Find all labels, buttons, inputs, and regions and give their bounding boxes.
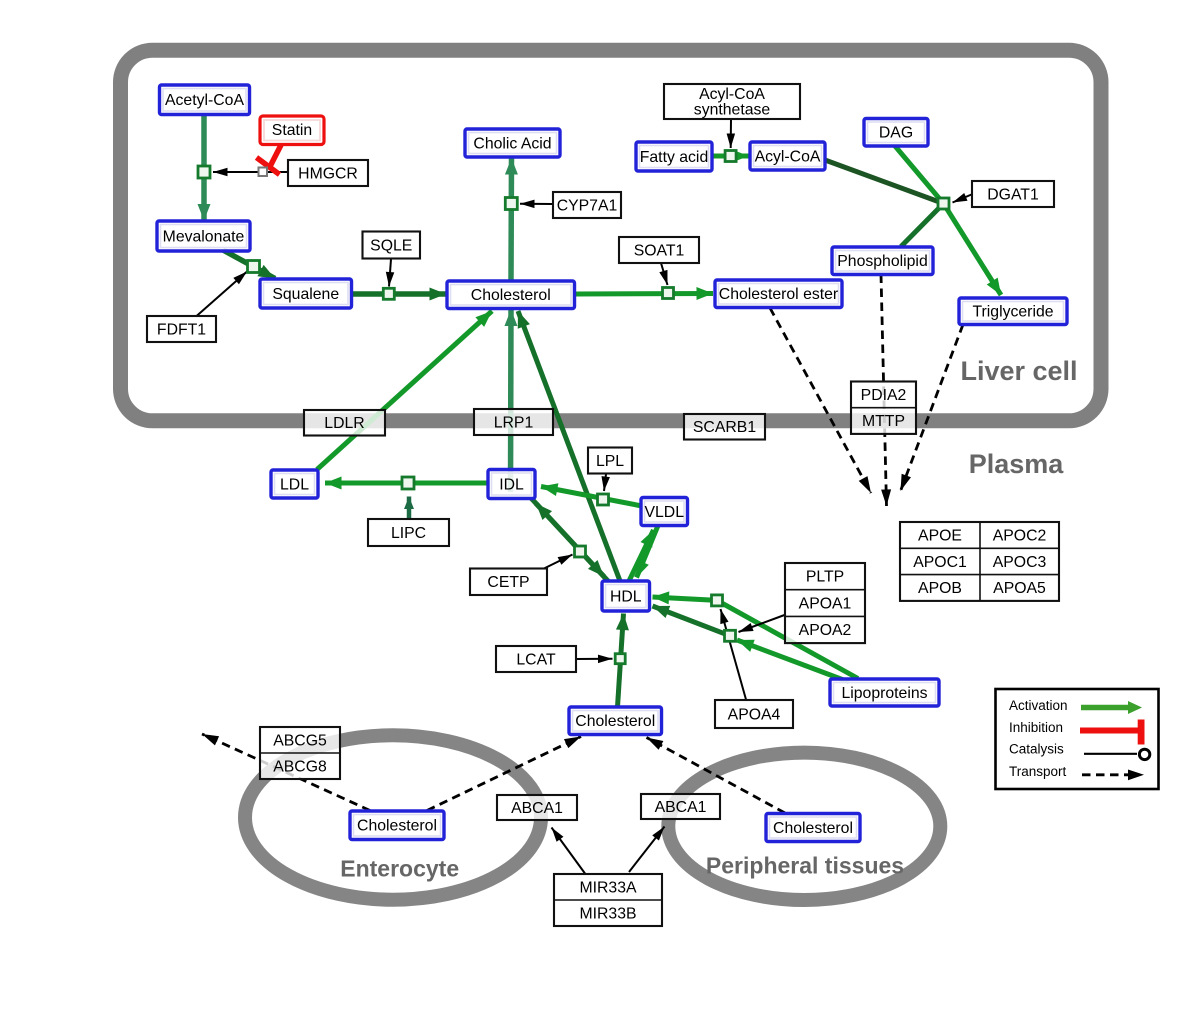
svg-text:ABCG5: ABCG5 — [273, 732, 327, 749]
svg-text:Cholesterol: Cholesterol — [575, 713, 655, 730]
svg-text:APOA4: APOA4 — [728, 706, 781, 723]
svg-text:Enterocyte: Enterocyte — [340, 856, 459, 882]
svg-text:Cholic Acid: Cholic Acid — [473, 135, 551, 152]
svg-text:MIR33A: MIR33A — [579, 879, 637, 896]
svg-text:SCARB1: SCARB1 — [693, 419, 756, 436]
svg-text:Acetyl-CoA: Acetyl-CoA — [165, 92, 244, 109]
svg-text:LDLR: LDLR — [324, 415, 364, 432]
svg-text:Cholesterol: Cholesterol — [773, 820, 853, 837]
svg-text:LDL: LDL — [280, 476, 309, 493]
svg-text:CYP7A1: CYP7A1 — [557, 197, 618, 214]
svg-text:APOB: APOB — [918, 580, 962, 597]
svg-text:LPL: LPL — [596, 453, 624, 470]
svg-text:Fatty acid: Fatty acid — [640, 149, 708, 166]
svg-text:ABCA1: ABCA1 — [511, 800, 563, 817]
svg-text:FDFT1: FDFT1 — [157, 321, 206, 338]
svg-text:LIPC: LIPC — [391, 525, 426, 542]
svg-text:Catalysis: Catalysis — [1009, 742, 1064, 757]
svg-text:synthetase: synthetase — [694, 102, 771, 119]
svg-text:Statin: Statin — [272, 122, 312, 139]
svg-text:IDL: IDL — [499, 476, 524, 493]
svg-text:Acyl-CoA: Acyl-CoA — [699, 86, 765, 103]
svg-text:DAG: DAG — [879, 125, 913, 142]
svg-text:Liver cell: Liver cell — [960, 356, 1077, 386]
svg-text:APOA5: APOA5 — [993, 580, 1046, 597]
svg-text:MTTP: MTTP — [862, 413, 905, 430]
svg-text:SOAT1: SOAT1 — [634, 242, 685, 259]
svg-text:APOA2: APOA2 — [799, 622, 852, 639]
svg-text:MIR33B: MIR33B — [579, 905, 636, 922]
svg-text:LRP1: LRP1 — [494, 414, 534, 431]
svg-text:Cholesterol ester: Cholesterol ester — [719, 286, 838, 303]
svg-text:Acyl-CoA: Acyl-CoA — [755, 148, 821, 165]
svg-text:Cholesterol: Cholesterol — [471, 287, 551, 304]
svg-text:Squalene: Squalene — [272, 286, 339, 303]
svg-text:Plasma: Plasma — [969, 449, 1065, 479]
svg-text:APOC2: APOC2 — [993, 527, 1047, 544]
svg-text:Peripheral tissues: Peripheral tissues — [706, 853, 904, 879]
svg-text:Cholesterol: Cholesterol — [357, 818, 437, 835]
svg-text:HMGCR: HMGCR — [298, 165, 358, 182]
svg-text:APOE: APOE — [918, 527, 962, 544]
svg-text:APOC3: APOC3 — [993, 554, 1047, 571]
svg-text:PLTP: PLTP — [806, 569, 844, 586]
svg-text:Transport: Transport — [1009, 764, 1067, 779]
svg-text:CETP: CETP — [487, 574, 529, 591]
svg-text:LCAT: LCAT — [516, 651, 556, 668]
svg-text:DGAT1: DGAT1 — [987, 186, 1039, 203]
svg-text:Lipoproteins: Lipoproteins — [841, 685, 927, 702]
svg-text:Phospholipid: Phospholipid — [837, 253, 927, 270]
svg-text:Inhibition: Inhibition — [1009, 720, 1063, 735]
svg-text:Activation: Activation — [1009, 698, 1068, 713]
svg-text:Mevalonate: Mevalonate — [163, 228, 245, 245]
svg-text:PDIA2: PDIA2 — [861, 387, 907, 404]
svg-text:HDL: HDL — [610, 588, 642, 605]
svg-text:SQLE: SQLE — [370, 237, 412, 254]
svg-text:APOA1: APOA1 — [799, 595, 852, 612]
svg-text:ABCA1: ABCA1 — [655, 799, 707, 816]
svg-text:Triglyceride: Triglyceride — [972, 304, 1053, 321]
svg-text:VLDL: VLDL — [644, 504, 684, 521]
svg-text:APOC1: APOC1 — [913, 554, 967, 571]
svg-text:ABCG8: ABCG8 — [273, 758, 327, 775]
